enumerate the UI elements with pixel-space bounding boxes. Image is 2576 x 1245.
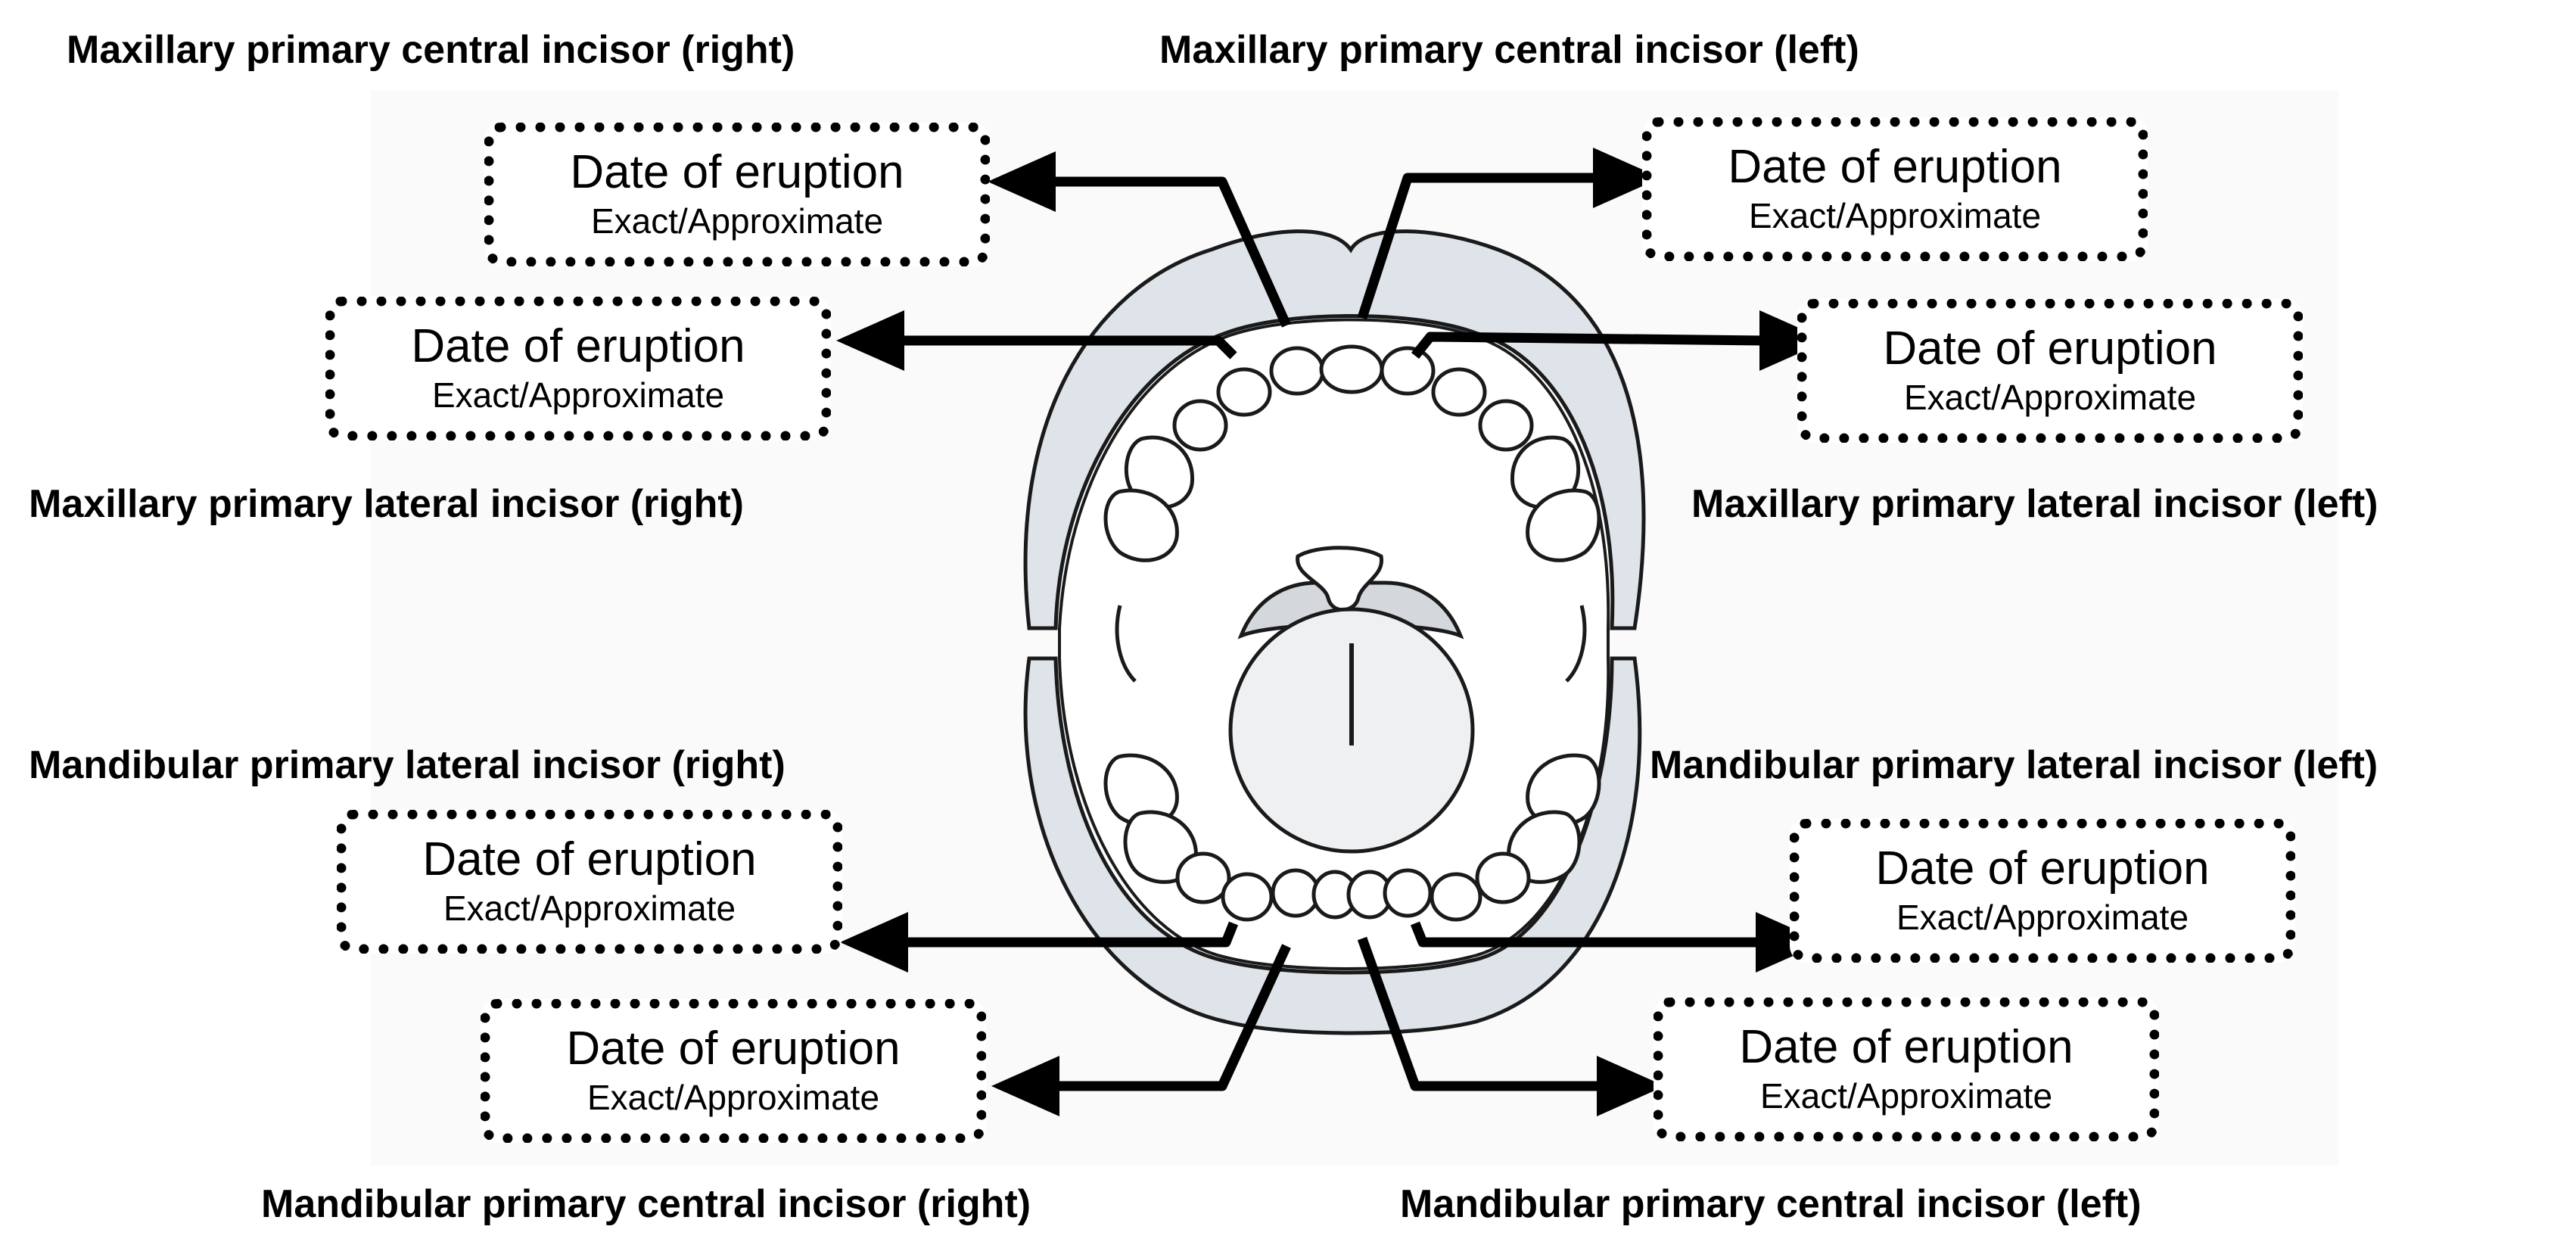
arrowhead: [1759, 310, 1828, 371]
eruption-box-man-lateral-right[interactable]: Date of eruption Exact/Approximate: [337, 810, 842, 954]
upper-canine: [1431, 367, 1487, 417]
arrow-max-central-left: [1357, 173, 1597, 320]
label-max-lateral-left: Maxillary primary lateral incisor (left): [1691, 482, 2378, 526]
label-man-central-right: Mandibular primary central incisor (righ…: [261, 1182, 1031, 1226]
tongue-area: [1115, 546, 1587, 854]
uvula: [1296, 546, 1383, 612]
eruption-box-subtitle: Exact/Approximate: [590, 201, 884, 241]
eruption-box-man-lateral-left[interactable]: Date of eruption Exact/Approximate: [1790, 819, 2295, 963]
arrowhead: [836, 310, 904, 371]
arrowhead: [991, 1056, 1059, 1116]
arrow-man-central-left: [1357, 936, 1601, 1091]
upper-tooth: [1172, 399, 1228, 452]
eruption-box-subtitle: Exact/Approximate: [1759, 1076, 2053, 1116]
arrow-max-central-right: [1052, 176, 1291, 328]
eruption-box-max-lateral-left[interactable]: Date of eruption Exact/Approximate: [1797, 299, 2303, 443]
arrow-man-lateral-right: [897, 921, 1239, 948]
eruption-box-title: Date of eruption: [1739, 1021, 2074, 1073]
upper-incisor: [1269, 346, 1325, 396]
eruption-box-subtitle: Exact/Approximate: [586, 1078, 880, 1118]
arrow-man-lateral-left: [1410, 921, 1763, 948]
eruption-box-title: Date of eruption: [570, 146, 904, 198]
eruption-box-max-central-right[interactable]: Date of eruption Exact/Approximate: [484, 123, 990, 266]
eruption-box-man-central-left[interactable]: Date of eruption Exact/Approximate: [1654, 998, 2159, 1141]
arrowhead: [988, 151, 1056, 212]
label-man-lateral-left: Mandibular primary lateral incisor (left…: [1650, 743, 2378, 787]
eruption-box-subtitle: Exact/Approximate: [1903, 378, 2197, 418]
upper-teeth: [1103, 344, 1601, 562]
arrowhead: [840, 912, 908, 973]
upper-incisor: [1319, 344, 1384, 394]
upper-incisor: [1380, 346, 1436, 396]
cheek-line: [1115, 605, 1137, 683]
lower-lip-shape: [1023, 656, 1642, 1035]
label-max-central-left: Maxillary primary central incisor (left): [1159, 28, 1859, 72]
lower-incisor: [1383, 868, 1433, 918]
lower-tooth: [1475, 851, 1531, 904]
eruption-box-title: Date of eruption: [411, 320, 745, 372]
eruption-box-title: Date of eruption: [1728, 141, 2062, 193]
eruption-box-title: Date of eruption: [1875, 842, 2210, 895]
arrow-max-lateral-right: [893, 335, 1237, 359]
upper-lip-shape: [1023, 229, 1646, 630]
cheek-line: [1565, 605, 1587, 683]
label-max-lateral-right: Maxillary primary lateral incisor (right…: [29, 482, 744, 526]
eruption-box-title: Date of eruption: [1883, 322, 2217, 375]
eruption-box-subtitle: Exact/Approximate: [431, 375, 725, 416]
arrow-max-lateral-left: [1411, 331, 1764, 359]
eruption-box-subtitle: Exact/Approximate: [1896, 898, 2189, 938]
label-max-central-right: Maxillary primary central incisor (right…: [67, 28, 795, 72]
lower-incisor: [1271, 868, 1321, 918]
eruption-box-title: Date of eruption: [422, 833, 757, 886]
lower-teeth: [1103, 753, 1601, 922]
upper-molar: [1526, 488, 1601, 562]
eruption-box-man-central-right[interactable]: Date of eruption Exact/Approximate: [481, 999, 986, 1143]
lower-canine: [1221, 872, 1274, 922]
eruption-box-title: Date of eruption: [566, 1022, 901, 1075]
eruption-box-subtitle: Exact/Approximate: [443, 889, 736, 929]
arrow-man-central-right: [1056, 944, 1291, 1091]
label-man-central-left: Mandibular primary central incisor (left…: [1400, 1182, 2142, 1226]
lower-canine: [1430, 872, 1482, 922]
upper-tooth: [1478, 399, 1534, 452]
arrowhead: [1593, 148, 1661, 208]
eruption-box-subtitle: Exact/Approximate: [1748, 196, 2042, 236]
lower-tooth: [1175, 851, 1231, 904]
leader-arrows: [893, 173, 1764, 1091]
arrowhead: [1597, 1056, 1665, 1116]
label-man-lateral-right: Mandibular primary lateral incisor (righ…: [29, 743, 786, 787]
arrow-heads: [836, 148, 1828, 1116]
upper-canine: [1216, 367, 1272, 417]
upper-molar: [1103, 488, 1179, 562]
eruption-box-max-lateral-right[interactable]: Date of eruption Exact/Approximate: [325, 297, 831, 440]
eruption-box-max-central-left[interactable]: Date of eruption Exact/Approximate: [1642, 117, 2148, 261]
